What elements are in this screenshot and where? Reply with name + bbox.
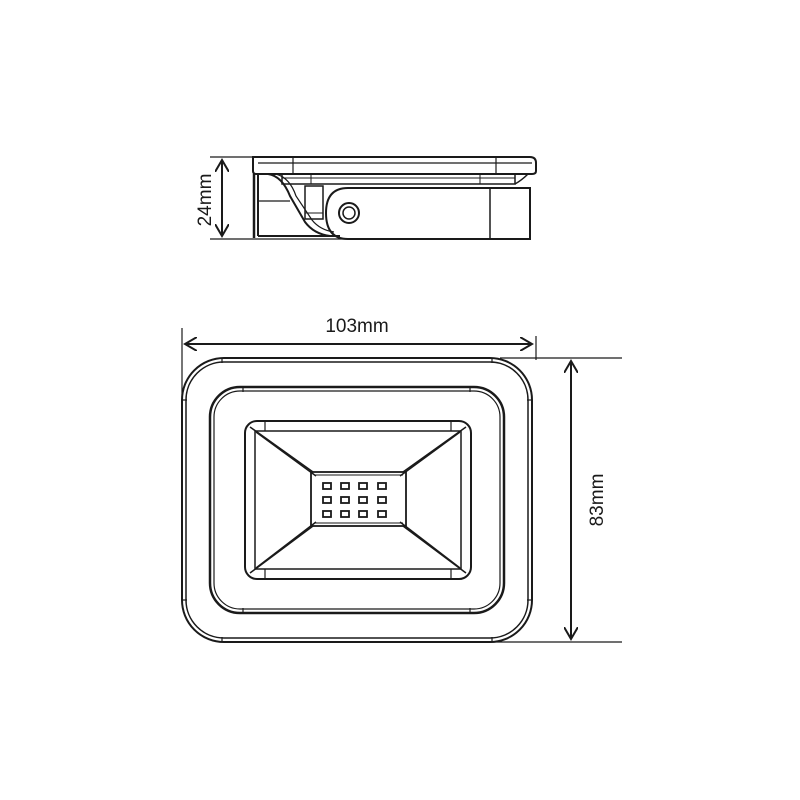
outer-housing (181, 357, 533, 643)
pivot-screw-outer (338, 202, 360, 224)
led-board (310, 471, 407, 527)
led-chip (377, 510, 387, 518)
mounting-bracket (324, 187, 531, 240)
led-chip (358, 496, 368, 504)
led-chip (322, 482, 332, 490)
led-chip-grid (322, 482, 387, 518)
led-chip (340, 482, 350, 490)
dimension-label-height: 24mm (195, 174, 216, 227)
side-view: 24mm (195, 156, 537, 240)
dimension-label-length: 83mm (587, 474, 608, 527)
led-chip (322, 510, 332, 518)
reflector-frame (244, 420, 472, 580)
led-chip (377, 496, 387, 504)
led-chip (340, 496, 350, 504)
led-chip (340, 510, 350, 518)
bracket-block (304, 185, 324, 220)
led-chip (322, 496, 332, 504)
led-chip (377, 482, 387, 490)
front-view: 103mm 83mm (181, 316, 622, 643)
led-chip (358, 482, 368, 490)
top-plate (252, 156, 537, 175)
dimension-label-width: 103mm (325, 316, 388, 337)
reflector-ribs (249, 426, 467, 574)
inner-bezel (208, 385, 506, 615)
pivot-screw-inner (342, 206, 356, 220)
led-chip (358, 510, 368, 518)
